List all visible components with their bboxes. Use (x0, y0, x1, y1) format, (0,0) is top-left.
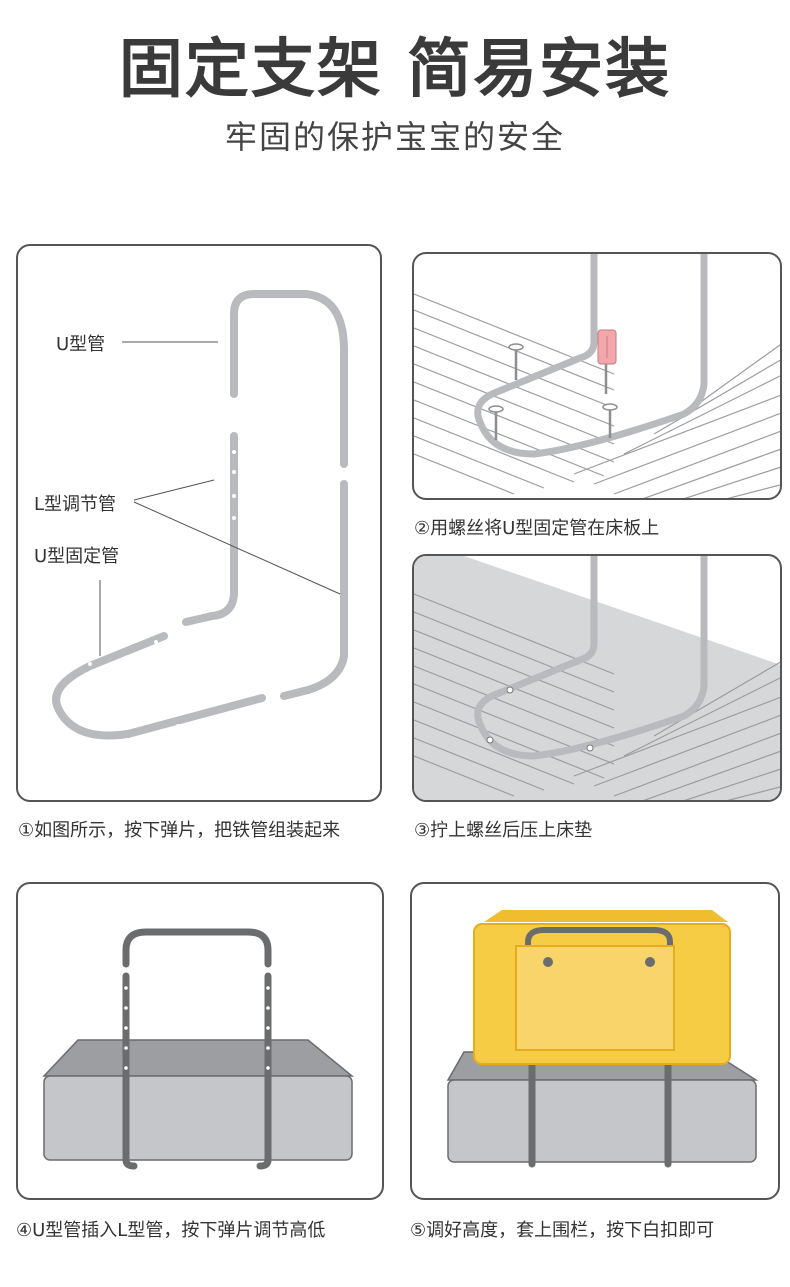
label-u-fixed-tube: U型固定管 (34, 546, 120, 567)
caption-step-4: ④U型管插入L型管，按下弹片调节高低 (16, 1220, 326, 1241)
mattress-front (447, 1079, 757, 1163)
panel-fence-install (410, 882, 780, 1200)
white-clip-icon (645, 957, 655, 967)
panel-screw-fixing (412, 252, 782, 500)
height-adjust-illustration (42, 928, 355, 1170)
panel-height-adjust (16, 882, 384, 1200)
panel-mattress-press (412, 554, 782, 802)
white-clip-icon (543, 957, 553, 967)
mattress (42, 1039, 355, 1077)
tube-parts-illustration (52, 290, 348, 740)
mattress-front (43, 1075, 353, 1161)
caption-step-1: ①如图所示，按下弹片，把铁管组装起来 (18, 820, 341, 841)
screwdriver-icon (597, 329, 617, 365)
l-tube-left (182, 432, 238, 626)
label-l-tube: L型调节管 (34, 494, 117, 515)
caption-step-3: ③拧上螺丝后压上床垫 (414, 820, 593, 841)
u-tube (122, 928, 272, 968)
u-fixed-tube (52, 632, 266, 740)
label-u-tube: U型管 (56, 334, 106, 355)
page-subtitle: 牢固的保护宝宝的安全 (224, 118, 565, 156)
l-tube-right (280, 480, 348, 700)
caption-step-5: ⑤调好高度，套上围栏，按下白扣即可 (410, 1220, 715, 1241)
mattress-on-board-illustration (414, 556, 780, 800)
page-title: 固定支架 简易安装 (118, 33, 672, 107)
u-fixed-tube (474, 254, 708, 458)
bed-board-screw-illustration (414, 254, 780, 498)
caption-step-2: ②用螺丝将U型固定管在床板上 (414, 518, 660, 539)
fence-install-illustration (446, 910, 759, 1168)
u-fixed-tube (474, 556, 708, 760)
u-tube (230, 290, 348, 468)
panel-assembly-parts: U型管 L型调节管 U型固定管 (16, 244, 382, 802)
